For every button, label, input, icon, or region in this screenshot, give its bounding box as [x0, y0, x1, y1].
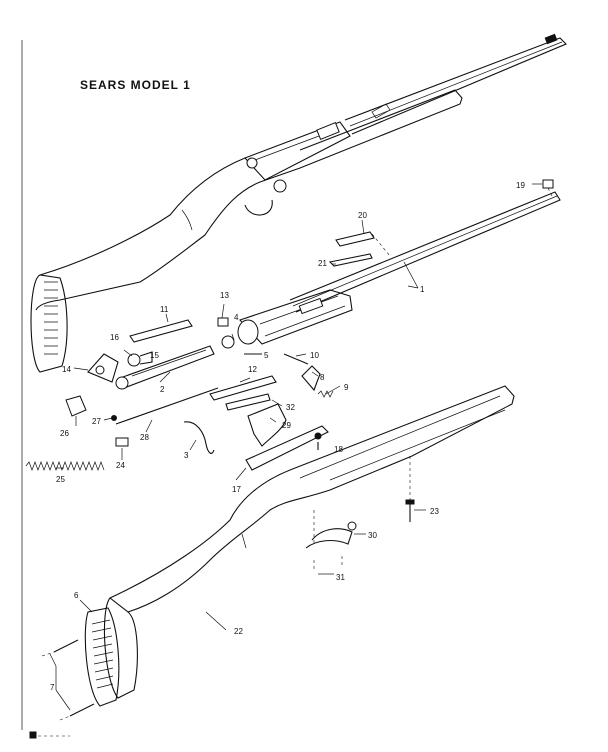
- part-barrel: [289, 191, 561, 313]
- callout-8: 8: [320, 373, 325, 382]
- part-buttplate: [84, 607, 120, 707]
- callout-18: 18: [334, 445, 343, 454]
- callout-16: 16: [110, 333, 119, 342]
- part-sling-swivel: [305, 521, 357, 572]
- callout-21: 21: [318, 259, 327, 268]
- callout-12: 12: [248, 365, 257, 374]
- part-front-sight: [542, 179, 554, 197]
- callout-20: 20: [358, 211, 367, 220]
- part-bolt-head: [127, 351, 153, 367]
- callout-labels: 1 2 3 4 5 6 7 8 9 10 11 12 13 14 15 16 1…: [50, 181, 525, 692]
- callout-3: 3: [184, 451, 189, 460]
- callout-28: 28: [140, 433, 149, 442]
- callout-13: 13: [220, 291, 229, 300]
- part-safety: [183, 421, 215, 454]
- callout-24: 24: [116, 461, 125, 470]
- callout-19: 19: [516, 181, 525, 190]
- callout-30: 30: [368, 531, 377, 540]
- callout-15: 15: [150, 351, 159, 360]
- part-rear-sight: [328, 231, 391, 267]
- part-mainspring: [25, 461, 105, 471]
- part-trigger: [247, 403, 287, 447]
- part-trigger-bars: [209, 375, 277, 411]
- part-trigger-plate: [245, 425, 329, 471]
- callout-27: 27: [92, 417, 101, 426]
- callout-6: 6: [74, 591, 79, 600]
- part-buttplate-screws: [41, 639, 95, 721]
- callout-leaders: [49, 183, 542, 711]
- callout-26: 26: [60, 429, 69, 438]
- callout-2: 2: [160, 385, 165, 394]
- callout-17: 17: [232, 485, 241, 494]
- callout-29: 29: [282, 421, 291, 430]
- part-sear: [301, 365, 321, 392]
- diagram-title: SEARS MODEL 1: [80, 78, 191, 92]
- page-mark: [29, 731, 37, 739]
- part-knob: [65, 395, 87, 417]
- part-stock-screw: [405, 499, 415, 522]
- callout-4: 4: [234, 313, 239, 322]
- callout-7: 7: [50, 683, 55, 692]
- callout-1: 1: [420, 285, 425, 294]
- part-sear-spring: [317, 390, 334, 398]
- callout-11: 11: [160, 305, 169, 314]
- part-sear-pin: [283, 353, 309, 365]
- part-receiver: [237, 289, 353, 345]
- assembled-rifle: [30, 33, 567, 373]
- callout-25: 25: [56, 475, 65, 484]
- callout-9: 9: [344, 383, 349, 392]
- part-spacer: [115, 437, 129, 447]
- part-extractor: [129, 319, 193, 343]
- part-small-pins: [217, 317, 262, 355]
- part-cocking-piece: [87, 353, 119, 383]
- callout-31: 31: [336, 573, 345, 582]
- callout-32: 32: [286, 403, 295, 412]
- part-bolt: [115, 345, 215, 390]
- callout-22: 22: [234, 627, 243, 636]
- part-firing-pin: [115, 387, 219, 425]
- callout-10: 10: [310, 351, 319, 360]
- callout-23: 23: [430, 507, 439, 516]
- callout-5: 5: [264, 351, 269, 360]
- callout-14: 14: [62, 365, 71, 374]
- part-stock: [103, 385, 515, 699]
- part-small-pin: [111, 415, 117, 421]
